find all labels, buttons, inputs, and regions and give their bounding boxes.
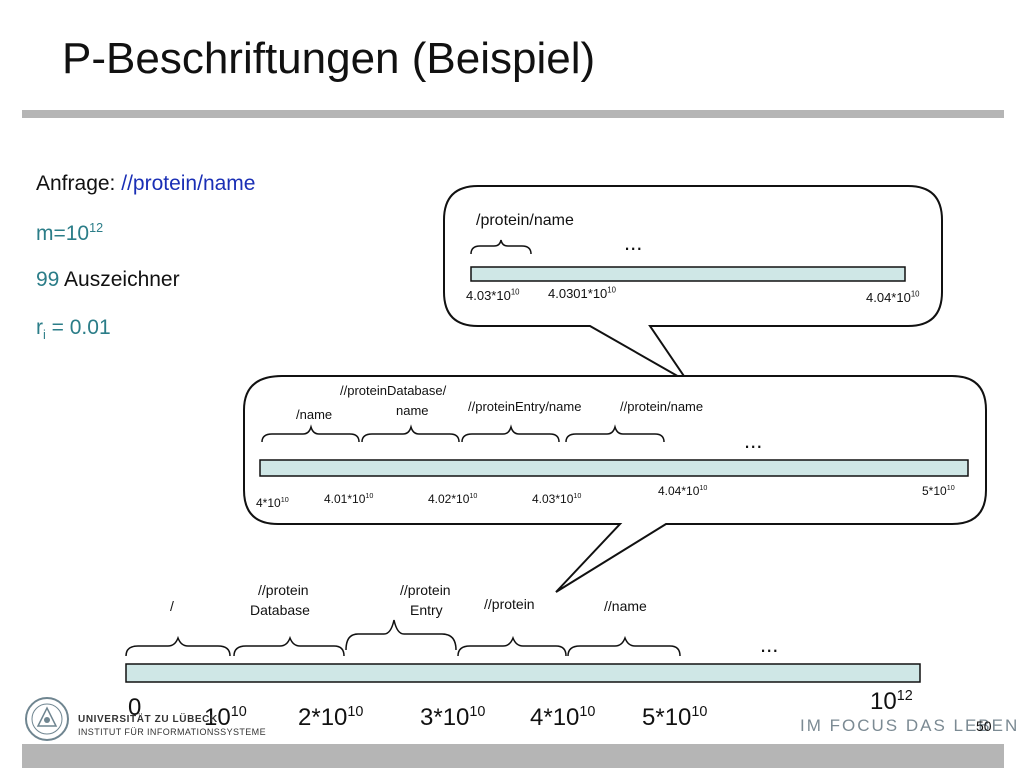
university-seal-icon [25, 697, 69, 741]
callout-middle-braces [261, 424, 665, 443]
callout-middle-bubble [243, 375, 987, 593]
callout-middle-bar [259, 459, 969, 477]
callout-top-brace [470, 239, 532, 255]
callout-top-mid: 4.0301*1010 [548, 285, 616, 301]
tags-line: 99 Auszeichner [36, 268, 180, 292]
middle-tick-4: 4.04*1010 [658, 483, 708, 498]
main-tick-4: 4*1010 [530, 704, 596, 731]
middle-tick-1: 4.01*1010 [324, 491, 374, 506]
main-label-entry: Entry [410, 602, 443, 618]
main-tick-1: 1010 [204, 704, 247, 731]
slogan: IM FOCUS DAS LEBEN [800, 716, 1020, 735]
middle-label-proteindatabase: //proteinDatabase/ [340, 383, 447, 398]
callout-top-bar [470, 266, 906, 282]
middle-label-protein-name: //protein/name [620, 399, 704, 414]
brace-root [125, 635, 231, 657]
brace-protein [457, 635, 567, 657]
main-label-protein-3: //protein [484, 596, 535, 612]
main-label-name: //name [604, 598, 647, 614]
callout-top-start: 4.03*1010 [466, 287, 520, 303]
main-label-root: / [170, 598, 174, 614]
main-tick-3: 3*1010 [420, 704, 486, 731]
footer-bar [22, 744, 1004, 768]
slide-title: P-Beschriftungen (Beispiel) [62, 34, 596, 83]
main-dots: ... [760, 632, 779, 657]
query-path: //protein/name [121, 172, 256, 195]
m-label: m=10 [36, 222, 90, 245]
middle-label-name: /name [296, 407, 333, 422]
r-label: r [36, 316, 43, 339]
r-line: ri = 0.01 [36, 316, 111, 343]
middle-label-proteindatabase-name: name [396, 403, 429, 418]
main-label-protein-1: //protein [258, 582, 309, 598]
main-tick-0: 0 [128, 694, 142, 721]
brace-proteinentry-name [461, 424, 560, 443]
middle-tick-3: 4.03*1010 [532, 491, 582, 506]
middle-tick-0: 4*1010 [256, 495, 289, 510]
main-tick-6: 1012 [870, 688, 913, 715]
brace-protein-database [233, 635, 345, 657]
middle-tick-5: 5*1010 [922, 483, 955, 498]
m-line: m=1012 [36, 222, 103, 246]
brace-name [261, 424, 360, 443]
middle-label-proteinentry: //proteinEntry/name [468, 399, 582, 414]
title-divider [22, 110, 1004, 118]
main-label-database: Database [250, 602, 310, 618]
r-value: = 0.01 [45, 316, 111, 339]
brace-proteindatabase-name [361, 424, 460, 443]
main-label-protein-2: //protein [400, 582, 451, 598]
main-tick-5: 5*1010 [642, 704, 708, 731]
middle-tick-2: 4.02*1010 [428, 491, 478, 506]
tags-label: Auszeichner [59, 268, 180, 291]
tags-count: 99 [36, 268, 60, 291]
callout-top-label: /protein/name [476, 212, 574, 229]
callout-top-end: 4.04*1010 [866, 289, 920, 305]
middle-dots: ... [744, 428, 763, 453]
main-axis-braces [125, 619, 681, 657]
query-line: Anfrage: //protein/name [36, 172, 255, 196]
r-subscript: i [43, 328, 46, 343]
institute-name: INSTITUT FÜR INFORMATIONSSYSTEME [78, 727, 266, 737]
brace-protein-entry [345, 619, 457, 651]
query-label: Anfrage: [36, 172, 122, 195]
university-name: UNIVERSITÄT ZU LÜBECK [78, 714, 218, 725]
main-axis-bar [125, 663, 921, 683]
page-number: 50 [976, 718, 992, 734]
main-tick-2: 2*1010 [298, 704, 364, 731]
brace-name-main [567, 635, 681, 657]
m-exponent: 12 [89, 221, 104, 235]
brace-protein-name [565, 424, 665, 443]
callout-top-dots: ... [624, 230, 643, 255]
